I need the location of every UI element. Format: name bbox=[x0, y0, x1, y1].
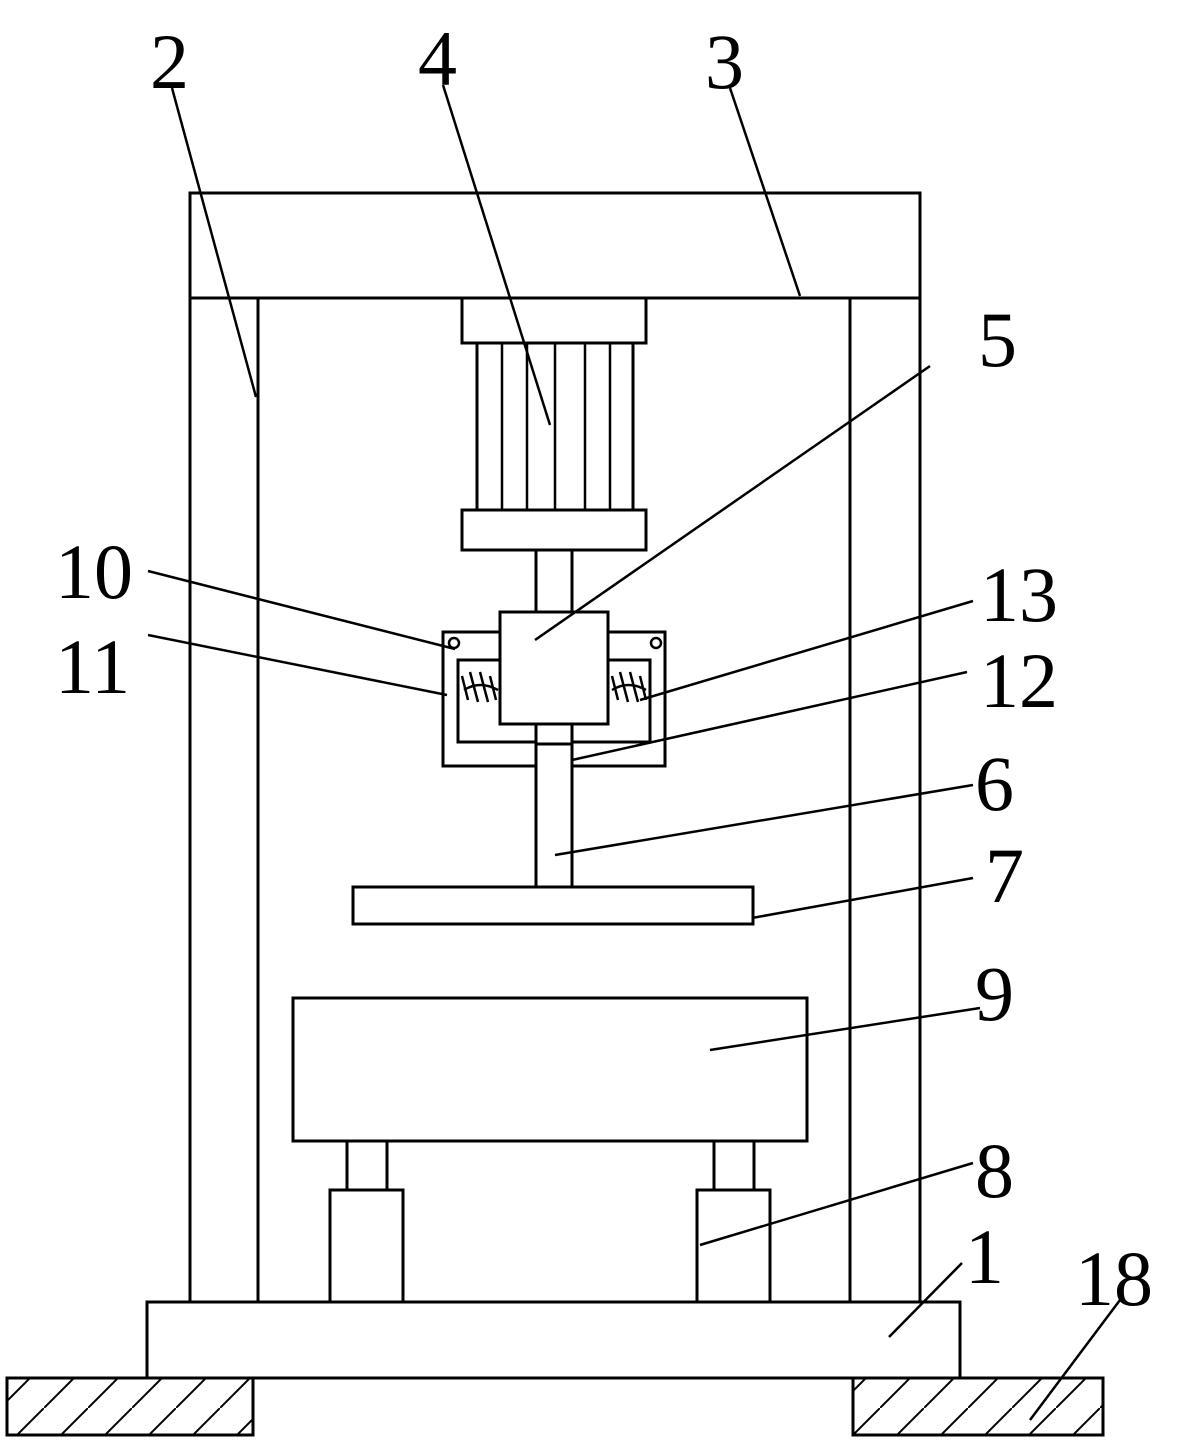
callout-8: 8 bbox=[975, 1127, 1014, 1214]
callout-2: 2 bbox=[150, 18, 189, 105]
callout-labels: 2 4 3 5 10 13 11 12 6 7 9 8 1 18 bbox=[55, 15, 1153, 1322]
callout-18: 18 bbox=[1075, 1235, 1153, 1322]
foot-left bbox=[5, 1376, 255, 1437]
support-right bbox=[695, 1139, 772, 1304]
callout-6: 6 bbox=[975, 740, 1014, 827]
press-plate bbox=[351, 885, 755, 926]
rod-t-head bbox=[534, 722, 574, 746]
callout-3: 3 bbox=[705, 18, 744, 105]
spring-left bbox=[460, 671, 499, 703]
support-left bbox=[328, 1139, 405, 1304]
callout-4: 4 bbox=[418, 15, 457, 102]
callout-11: 11 bbox=[55, 623, 130, 710]
callout-13: 13 bbox=[980, 551, 1058, 638]
callout-9: 9 bbox=[975, 950, 1014, 1037]
spring-right bbox=[610, 671, 648, 703]
leader-lines bbox=[147, 84, 1121, 1421]
callout-7: 7 bbox=[985, 832, 1024, 919]
press-rod bbox=[534, 742, 574, 889]
callout-10: 10 bbox=[55, 528, 133, 615]
callout-5: 5 bbox=[978, 296, 1017, 383]
frame-column-left bbox=[188, 296, 260, 1304]
callout-12: 12 bbox=[980, 637, 1058, 724]
callout-1: 1 bbox=[965, 1213, 1004, 1300]
work-table bbox=[291, 996, 809, 1143]
piston-rod-upper bbox=[534, 548, 574, 614]
foot-right bbox=[851, 1376, 1105, 1437]
slider-block bbox=[498, 610, 610, 726]
base-plate bbox=[145, 1300, 962, 1380]
hydraulic-cylinder bbox=[460, 296, 648, 552]
top-beam bbox=[188, 191, 922, 300]
